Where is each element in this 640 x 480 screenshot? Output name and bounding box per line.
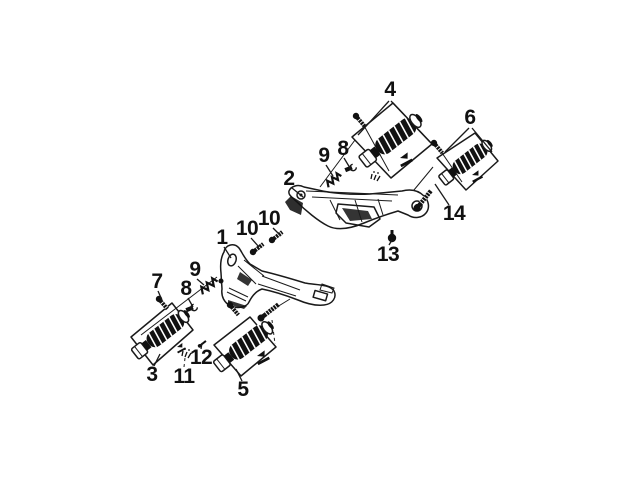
direction-mark <box>469 169 484 183</box>
callout-3: 3 <box>146 363 158 386</box>
spring-part-9-upper <box>323 170 344 189</box>
callout-9-upper: 9 <box>318 144 330 167</box>
bracket-lower-part-1 <box>218 245 335 309</box>
callout-13: 13 <box>376 243 400 266</box>
footpeg-part-3 <box>129 305 195 362</box>
callout-10-right: 10 <box>257 207 281 230</box>
callout-11: 11 <box>173 365 195 388</box>
spring-part-9-lower <box>197 275 220 296</box>
callout-5: 5 <box>237 378 249 401</box>
callout-4: 4 <box>384 78 396 101</box>
callout-8-lower: 8 <box>180 277 192 300</box>
clip-part-8-upper <box>342 161 358 176</box>
bolt-part-6-mount <box>429 138 446 156</box>
bolt-part-5-long <box>255 301 281 324</box>
callout-7: 7 <box>151 270 163 293</box>
callout-1: 1 <box>216 226 228 249</box>
callout-leader-lines <box>154 101 492 381</box>
callout-2: 2 <box>283 167 295 190</box>
footpeg-part-6 <box>436 135 497 188</box>
footpeg-part-5 <box>211 316 279 375</box>
bolt-part-4-mount <box>351 111 368 129</box>
callout-12: 12 <box>189 346 213 369</box>
callout-10-left: 10 <box>235 217 259 240</box>
callout-6: 6 <box>464 106 476 129</box>
bolt-part-7 <box>154 294 171 312</box>
callout-9-lower: 9 <box>189 258 201 281</box>
spring-washer-mark <box>370 170 381 182</box>
bracket-upper-part-2 <box>285 186 428 229</box>
callout-14: 14 <box>442 202 466 225</box>
footpeg-part-4 <box>356 109 427 171</box>
callout-8-upper: 8 <box>337 137 349 160</box>
direction-mark <box>397 151 414 168</box>
